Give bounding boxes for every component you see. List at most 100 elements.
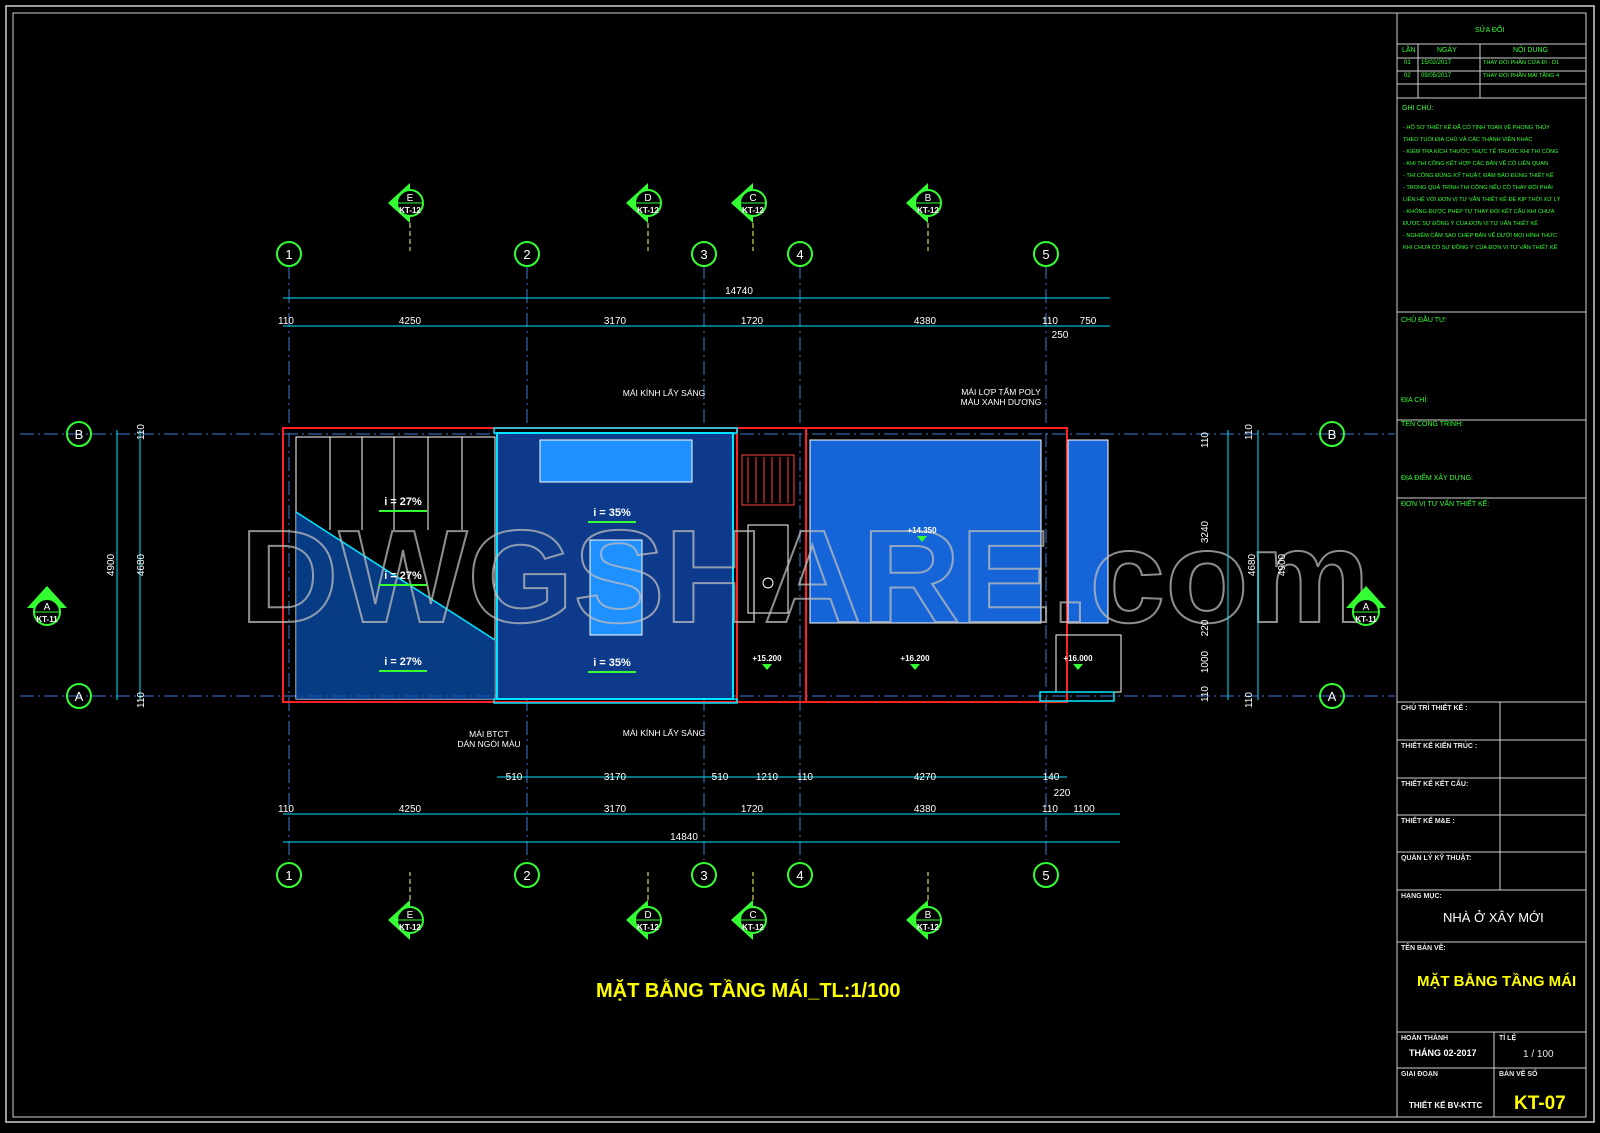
role-mep: THIẾT KẾ M&E : <box>1401 818 1455 825</box>
note-line: - KHI THI CÔNG KẾT HỢP CÁC BẢN VẼ CÓ LIÊ… <box>1403 161 1548 167</box>
svg-text:C: C <box>749 910 756 921</box>
note-line: - THI CÔNG ĐÚNG KỸ THUẬT, ĐẢM BẢO ĐÚNG T… <box>1403 173 1554 179</box>
section-marker-e-top: EKT-12 <box>388 183 424 251</box>
title-block: SỬA ĐỔI LẦN NGÀY NỘI DUNG 01 15/02/2017 … <box>1397 13 1586 1117</box>
grid-bubble-5: 5 <box>1033 241 1059 267</box>
note-line: - KHÔNG ĐƯỢC PHÉP TỰ THAY ĐỔI KẾT CẤU KH… <box>1403 209 1555 215</box>
grid-bubble-A: A <box>66 683 92 709</box>
completed-label: HOÀN THÀNH <box>1401 1035 1449 1042</box>
svg-text:3: 3 <box>700 868 707 883</box>
category-label: HẠNG MỤC: <box>1401 893 1442 900</box>
label-poly-roof-2: MÀU XANH DƯƠNG <box>961 397 1042 407</box>
sheet-no-label: BẢN VẼ SỐ <box>1499 1071 1538 1078</box>
dim-top-seg: 4380 <box>914 316 937 327</box>
svg-text:2: 2 <box>523 868 530 883</box>
svg-text:3: 3 <box>700 247 707 262</box>
svg-text:A: A <box>44 602 51 613</box>
side-marker-left: A KT-11 <box>27 586 67 626</box>
rev-header-no: LẦN <box>1402 47 1416 54</box>
dim-right-part: 110 <box>1200 686 1211 702</box>
dim-left-top: 110 <box>136 424 147 440</box>
dim-bottom-overall: 14840 <box>670 832 698 843</box>
address-label: ĐỊA CHỈ: <box>1401 397 1429 404</box>
label-glass-roof-top: MÁI KÍNH LẤY SÁNG <box>623 388 706 398</box>
svg-text:A: A <box>1328 689 1337 704</box>
level-marks: +14.350+15.200+16.200+16.000 <box>752 526 1093 670</box>
level-mark: +16.200 <box>900 654 930 663</box>
dim-right-part: 220 <box>1200 619 1211 636</box>
rev-2-content: THAY ĐỔI PHẦN MÁI TẦNG 4 <box>1483 73 1560 79</box>
category-value: NHÀ Ở XÂY MỚI <box>1443 910 1544 925</box>
dim-bottom-extra: 220 <box>1054 788 1071 799</box>
sheet-name-label: TÊN BẢN VẼ: <box>1401 945 1446 952</box>
dim-bottom-row1: 1210 <box>756 772 779 783</box>
rev-2-no: 02 <box>1404 73 1411 79</box>
notes-title: GHI CHÚ: <box>1402 105 1434 112</box>
dim-right-part: 3240 <box>1200 520 1211 543</box>
svg-text:4: 4 <box>796 868 803 883</box>
svg-text:KT-12: KT-12 <box>742 923 764 932</box>
rev-1-content: THAY ĐỔI PHẦN CỬA ĐI - D1 <box>1483 60 1560 66</box>
svg-text:KT-11: KT-11 <box>36 615 58 624</box>
dim-left-bottom: 110 <box>136 692 147 708</box>
grid-bubble-B: B <box>1319 421 1345 447</box>
dim-bottom-row1: 510 <box>506 772 523 783</box>
svg-text:B: B <box>75 427 84 442</box>
section-marker-c-bottom: C KT-12 <box>731 872 767 940</box>
svg-text:C: C <box>749 193 756 204</box>
svg-text:B: B <box>925 193 932 204</box>
dim-bottom-row2: 3170 <box>604 804 627 815</box>
outer-frame <box>5 5 1595 1123</box>
scale-label: TỈ LỆ <box>1499 1035 1517 1042</box>
dim-right-overall: 4900 <box>1277 553 1288 576</box>
rev-header-content: NỘI DUNG <box>1513 47 1548 54</box>
slope-label: i = 35% <box>593 507 631 519</box>
svg-text:KT-11: KT-11 <box>1355 615 1377 624</box>
slope-label: i = 27% <box>384 656 422 668</box>
grid-bubble-4: 4 <box>787 862 813 888</box>
label-btct-roof-2: DÁN NGÓI MÀU <box>457 739 520 749</box>
note-line: - NGHIÊM CẤM SAO CHÉP BẢN VẼ DƯỚI MỌI HÌ… <box>1403 233 1558 239</box>
inner-frame <box>12 12 1587 1118</box>
drawing-title: MẶT BẰNG TẦNG MÁI_TL:1/100 <box>596 980 901 1002</box>
phase-label: GIAI ĐOẠN <box>1401 1071 1438 1078</box>
grid-bubble-1: 1 <box>276 241 302 267</box>
owner-label: CHỦ ĐẦU TƯ: <box>1401 317 1447 324</box>
dimension-lines <box>116 297 1259 843</box>
dim-bottom-row1: 4270 <box>914 772 937 783</box>
section-marker-d-bottom: DKT-12 <box>626 872 662 940</box>
scale-value: 1 / 100 <box>1523 1049 1554 1060</box>
slope-labels: i = 27%i = 27%i = 27%i = 35%i = 35% <box>379 496 636 673</box>
grid-bubble-5: 5 <box>1033 862 1059 888</box>
dim-left-inner: 4680 <box>136 553 147 576</box>
note-line: LIÊN HỆ VỚI ĐƠN VỊ TƯ VẤN THIẾT KẾ ĐỂ KỊ… <box>1403 197 1561 203</box>
project-label: TÊN CÔNG TRÌNH: <box>1401 421 1464 428</box>
dim-bottom-row2: 4380 <box>914 804 937 815</box>
note-line: - KIỂM TRA KÍCH THƯỚC THỰC TẾ TRƯỚC KHI … <box>1403 149 1559 155</box>
dim-top-overall: 14740 <box>725 286 753 297</box>
dim-top-seg: 110 <box>1042 316 1058 327</box>
rev-header-date: NGÀY <box>1437 47 1457 54</box>
label-glass-roof-bottom: MÁI KÍNH LẤY SÁNG <box>623 728 706 738</box>
svg-text:A: A <box>1363 602 1370 613</box>
grid-bubble-2: 2 <box>514 862 540 888</box>
label-btct-roof-1: MÁI BTCT <box>469 729 509 739</box>
title-block-lines <box>1397 43 1586 1117</box>
rev-2-date: 09/05/2017 <box>1421 73 1452 79</box>
dim-bottom-row2: 1720 <box>741 804 764 815</box>
svg-text:D: D <box>644 910 651 921</box>
svg-text:4: 4 <box>796 247 803 262</box>
dim-right-inner: 4680 <box>1247 553 1258 576</box>
svg-text:A: A <box>75 689 84 704</box>
note-line: - TRONG QUÁ TRÌNH THI CÔNG NẾU CÓ THAY Đ… <box>1403 185 1553 191</box>
stair-area <box>741 454 795 614</box>
level-mark: +15.200 <box>752 654 782 663</box>
grid-bubble-1: 1 <box>276 862 302 888</box>
rev-1-no: 01 <box>1404 60 1411 66</box>
middle-roof-area <box>493 427 738 704</box>
section-marker-b-bottom: BKT-12 <box>906 872 942 940</box>
dim-top-seg: 4250 <box>399 316 422 327</box>
svg-text:1: 1 <box>285 868 292 883</box>
